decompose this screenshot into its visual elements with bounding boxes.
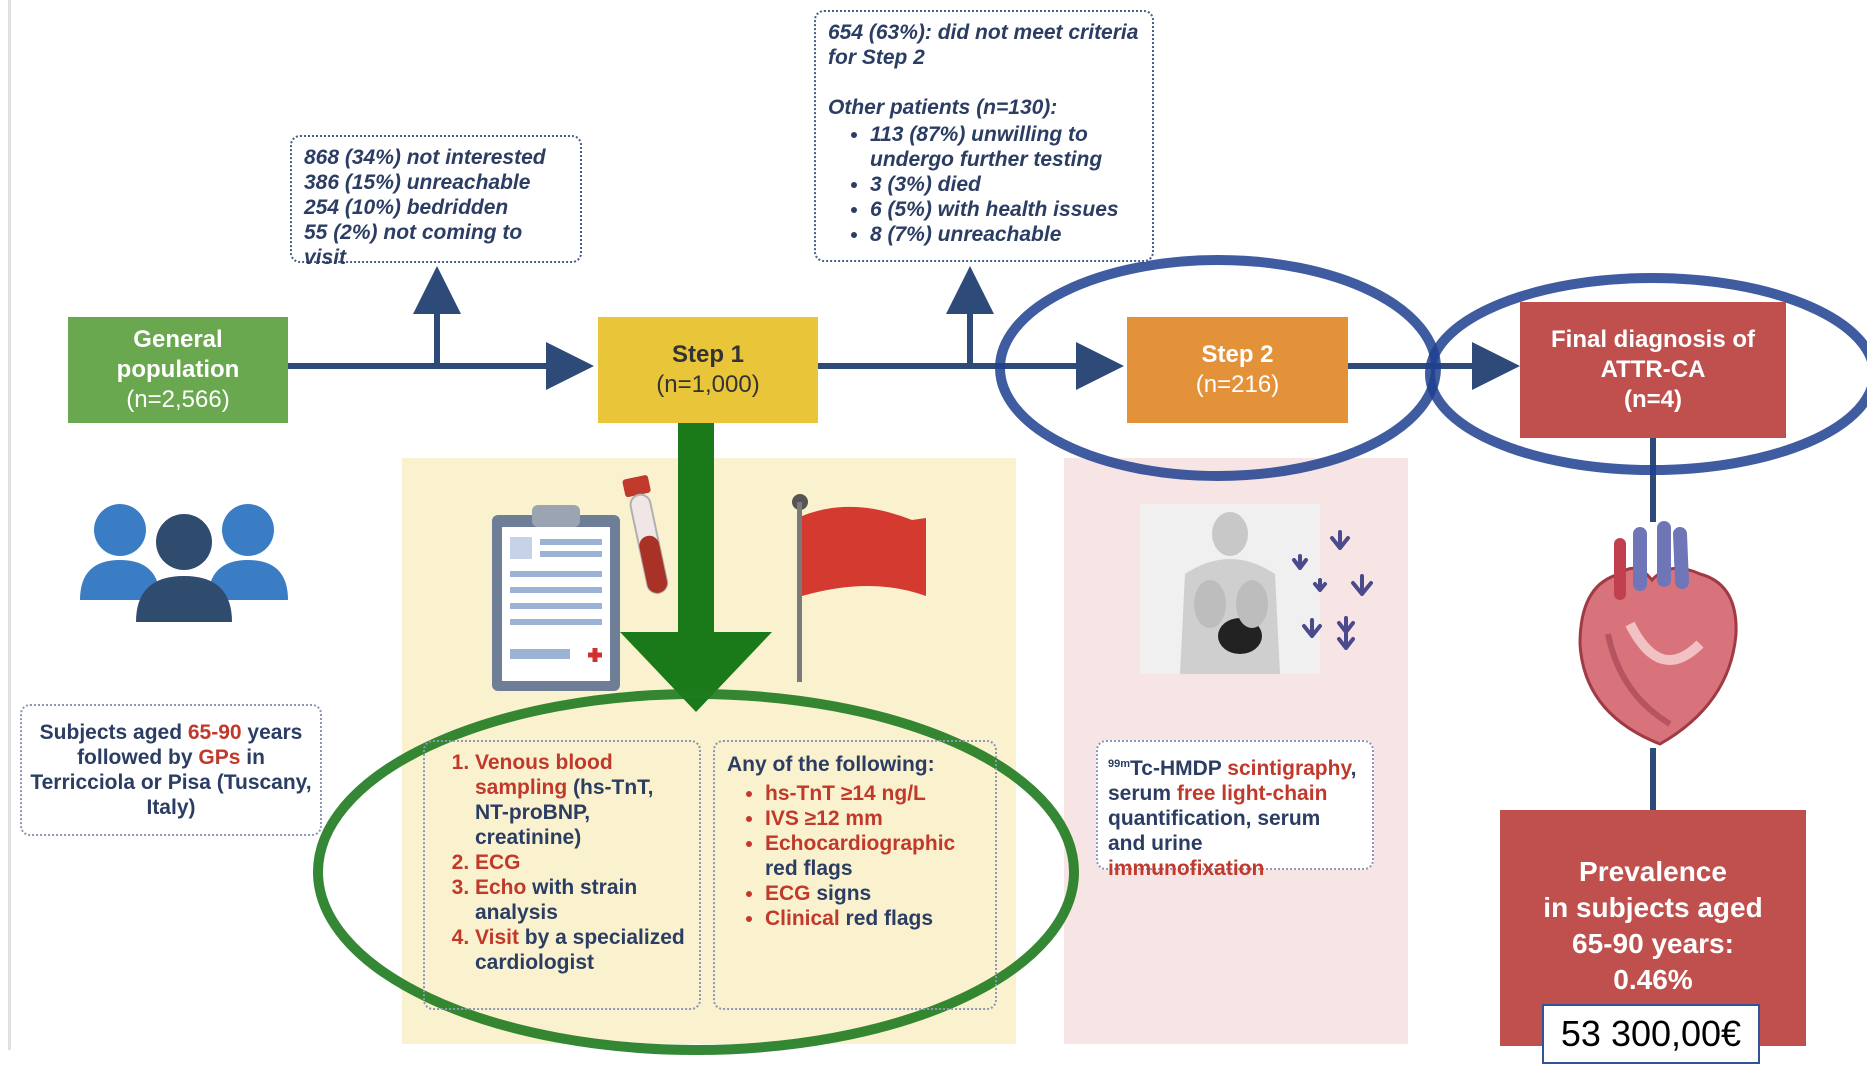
exclusion-2-line1: 654 (63%): did not meet criteria xyxy=(828,21,1139,44)
scintigraphy-image xyxy=(1140,504,1320,674)
subjects-text: Subjects aged xyxy=(39,721,188,744)
test-item: ECG xyxy=(475,850,691,875)
blue-annotation-ellipse-step2 xyxy=(995,255,1441,481)
flag-item: Echocardiographic red flags xyxy=(765,831,983,881)
flow-arrows xyxy=(288,266,1656,810)
prevalence-value: 0.46% xyxy=(1613,964,1693,995)
general-title-1: General xyxy=(133,326,223,353)
step1-tests-box: Venous blood sampling (hs-TnT, NT-proBNP… xyxy=(423,740,701,1010)
heart-icon xyxy=(1578,521,1738,746)
exclusion-2-list: 113 (87%) unwilling to undergo further t… xyxy=(828,122,1140,247)
step1-title: Step 1 xyxy=(671,341,745,368)
step1-box: Step 1 (n=1,000) xyxy=(598,317,818,423)
final-line1: Final diagnosis of xyxy=(1550,326,1755,353)
exclusion-2-item: 8 (7%) unreachable xyxy=(870,222,1140,247)
price-label: 53 300,00€ xyxy=(1542,1004,1760,1064)
flag-item: ECG signs xyxy=(765,881,983,906)
red-flag-icon xyxy=(792,494,926,682)
flag-item: hs-TnT ≥14 ng/L xyxy=(765,781,983,806)
exclusion-2-item: 6 (5%) with health issues xyxy=(870,197,1140,222)
green-annotation-ellipse xyxy=(313,689,1079,1055)
general-population-box: General population (n=2,566) xyxy=(68,317,288,423)
exclusion-1-item: 868 (34%) not interested xyxy=(304,146,546,169)
test-item: Venous blood sampling (hs-TnT, NT-proBNP… xyxy=(475,750,691,850)
green-down-arrow xyxy=(620,416,772,712)
exclusion-2-item: 113 (87%) unwilling to undergo further t… xyxy=(870,122,1140,172)
step2-tests-box: 99mTc-HMDP scintigraphy, serum free ligh… xyxy=(1096,740,1374,880)
blue-annotation-ellipse-final xyxy=(1425,273,1867,475)
prevalence-line1: Prevalence xyxy=(1579,856,1727,887)
people-icon xyxy=(80,504,288,622)
test-item: Visit by a specialized cardiologist xyxy=(475,925,691,975)
subjects-text: in Terricciola or Pisa (Tuscany, Italy) xyxy=(30,746,312,819)
general-title-2: population xyxy=(116,356,240,383)
test-tube-icon xyxy=(622,475,669,594)
subjects-gps: GPs xyxy=(198,746,241,769)
general-count: (n=2,566) xyxy=(126,386,230,413)
scint-sup: 99m xyxy=(1108,758,1131,770)
flag-item: Clinical red flags xyxy=(765,906,983,931)
exclusion-2-line2: for Step 2 xyxy=(828,46,925,69)
exclusion-1-item: 254 (10%) bedridden xyxy=(304,196,509,219)
step2-box: Step 2 (n=216) xyxy=(1127,317,1348,423)
prevalence-line2: in subjects aged xyxy=(1543,892,1763,923)
exclusion-1-item: 55 (2%) not coming to visit xyxy=(304,221,523,269)
final-diagnosis-box: Final diagnosis of ATTR-CA (n=4) xyxy=(1520,302,1786,438)
exclusion-box-1: 868 (34%) not interested 386 (15%) unrea… xyxy=(290,135,582,269)
final-line2: ATTR-CA xyxy=(1600,356,1706,383)
step2-title: Step 2 xyxy=(1201,341,1274,368)
antibody-icon xyxy=(1292,530,1373,650)
step2-count: (n=216) xyxy=(1195,371,1280,398)
exclusion-box-2: 654 (63%): did not meet criteria for Ste… xyxy=(814,10,1154,262)
subjects-box: Subjects aged 65-90 years followed by GP… xyxy=(20,704,322,836)
final-count: (n=4) xyxy=(1623,386,1682,413)
clipboard-icon xyxy=(492,505,620,691)
exclusion-2-other-title: Other patients (n=130): xyxy=(828,96,1058,119)
test-item: Echo with strain analysis xyxy=(475,875,691,925)
subjects-text: years followed by xyxy=(77,721,303,769)
step1-count: (n=1,000) xyxy=(656,371,760,398)
left-border-line xyxy=(8,0,11,1050)
prevalence-line3: 65-90 years: xyxy=(1572,928,1734,959)
subjects-age: 65-90 xyxy=(187,721,242,744)
exclusion-1-item: 386 (15%) unreachable xyxy=(304,171,531,194)
red-flags-box: Any of the following: hs-TnT ≥14 ng/L IV… xyxy=(713,740,997,1010)
flags-title: Any of the following: xyxy=(727,753,935,776)
flag-item: IVS ≥12 mm xyxy=(765,806,983,831)
exclusion-2-item: 3 (3%) died xyxy=(870,172,1140,197)
